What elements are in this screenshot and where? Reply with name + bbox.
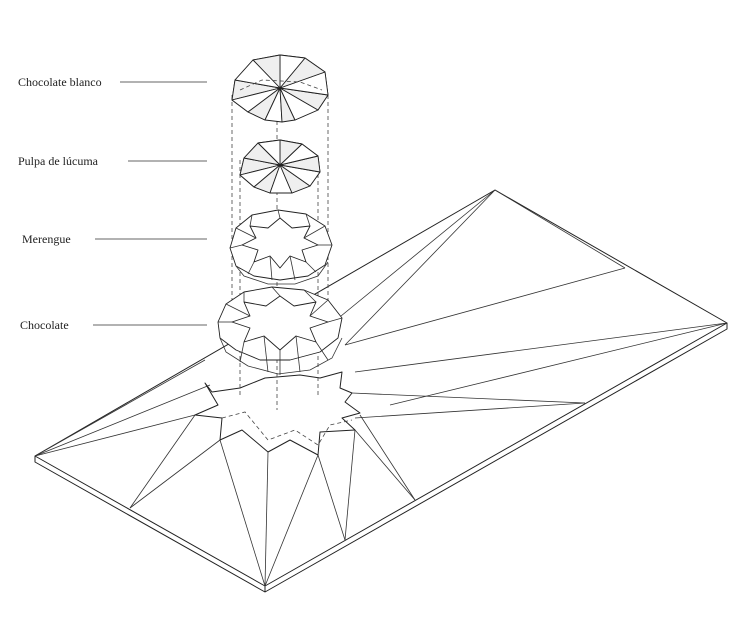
- layer-label-chocolate: Chocolate: [20, 318, 207, 332]
- white-chocolate-dome: [231, 54, 329, 123]
- label-chocolate: Chocolate: [20, 318, 69, 332]
- layer-label-lucuma: Pulpa de lúcuma: [18, 154, 207, 168]
- label-lucuma-pulp: Pulpa de lúcuma: [18, 154, 99, 168]
- label-white-chocolate: Chocolate blanco: [18, 75, 102, 89]
- meringue-dome: [229, 209, 333, 285]
- label-meringue: Merengue: [22, 232, 71, 246]
- star-cutout: [194, 371, 361, 456]
- base-plate: [34, 189, 728, 593]
- fold-lines: [34, 189, 728, 587]
- lucuma-dome: [239, 139, 321, 194]
- layer-label-meringue: Merengue: [22, 232, 207, 246]
- layer-label-white-chocolate: Chocolate blanco: [18, 75, 207, 89]
- chocolate-dome: [217, 286, 343, 375]
